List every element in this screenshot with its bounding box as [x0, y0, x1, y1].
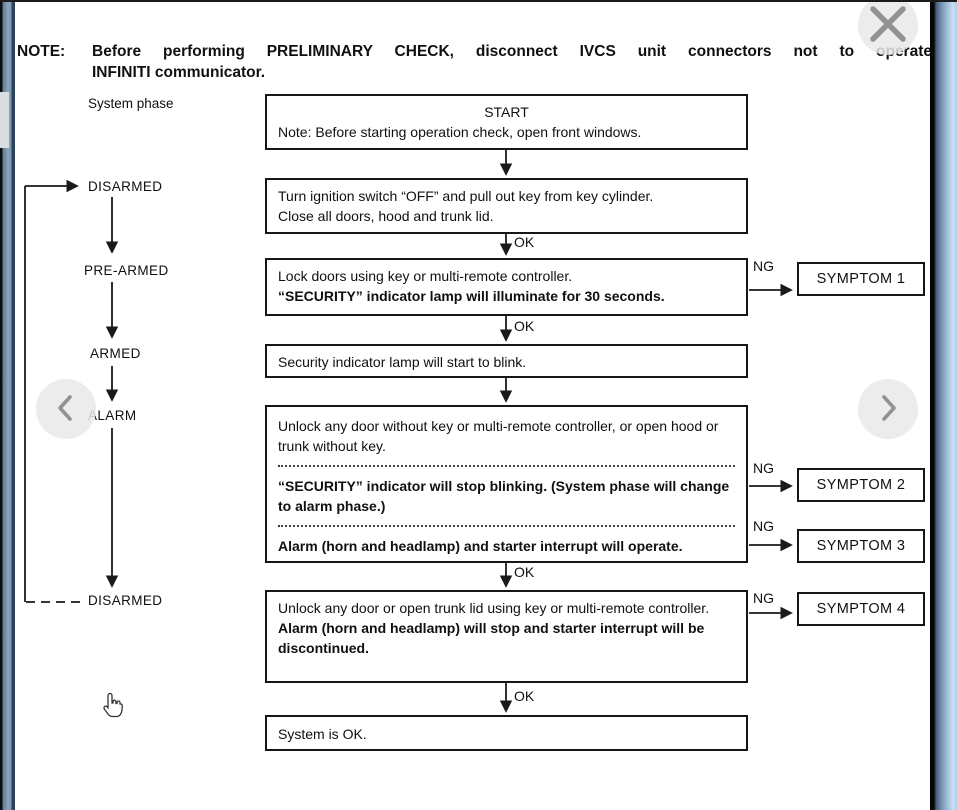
symptom-1-box: SYMPTOM 1	[797, 262, 925, 296]
alarm-line1: Unlock any door without key or multi-rem…	[278, 418, 719, 454]
flow-box-lock-doors: Lock doors using key or multi-remote con…	[265, 258, 748, 316]
symptom-3-box: SYMPTOM 3	[797, 529, 925, 563]
ok-label: OK	[514, 234, 535, 250]
note-label: NOTE:	[17, 43, 66, 60]
next-image-button[interactable]	[858, 379, 918, 439]
symptom-4-box: SYMPTOM 4	[797, 592, 925, 626]
start-title: START	[484, 104, 529, 120]
note-text-line2: INFINITI communicator.	[92, 64, 266, 81]
previous-image-button[interactable]	[36, 379, 96, 439]
phase-armed: ARMED	[90, 346, 141, 361]
flow-box-ignition-off: Turn ignition switch “OFF” and pull out …	[265, 178, 748, 234]
start-note: Note: Before starting operation check, o…	[278, 124, 642, 140]
system-ok-line1: System is OK.	[278, 726, 367, 742]
disarm-line2: Alarm (horn and headlamp) will stop and …	[278, 620, 705, 656]
flow-box-system-ok: System is OK.	[265, 715, 748, 751]
blink-line1: Security indicator lamp will start to bl…	[278, 354, 527, 370]
flow-box-unlock-disarm: Unlock any door or open trunk lid using …	[265, 590, 748, 683]
system-phase-label: System phase	[88, 96, 174, 111]
alarm-line2: “SECURITY” indicator will stop blinking.…	[278, 478, 730, 514]
flow-box-unlock-alarm: Unlock any door without key or multi-rem…	[265, 405, 748, 563]
ng-label: NG	[753, 460, 774, 476]
ng-label: NG	[753, 258, 774, 274]
alarm-line3: Alarm (horn and headlamp) and starter in…	[278, 538, 683, 554]
ok-label: OK	[514, 688, 535, 704]
window-border-top	[0, 0, 957, 2]
ignition-line2: Close all doors, hood and trunk lid.	[278, 208, 494, 224]
ok-label: OK	[514, 564, 535, 580]
chevron-right-icon	[876, 392, 900, 427]
dotted-separator	[278, 465, 735, 467]
chevron-left-icon	[54, 392, 78, 427]
dotted-separator	[278, 525, 735, 527]
phase-alarm: ALARM	[88, 408, 137, 423]
ignition-line1: Turn ignition switch “OFF” and pull out …	[278, 188, 654, 204]
ng-label: NG	[753, 518, 774, 534]
window-border-right	[930, 0, 957, 810]
flow-box-indicator-blink: Security indicator lamp will start to bl…	[265, 344, 748, 378]
note-text-line1: Before performing PRELIMINARY CHECK, dis…	[92, 43, 932, 60]
hand-cursor-icon	[101, 691, 125, 724]
phase-disarmed-bottom: DISARMED	[88, 593, 163, 608]
lock-line1: Lock doors using key or multi-remote con…	[278, 268, 573, 284]
window-border-left-highlight	[0, 92, 9, 148]
close-icon	[866, 2, 910, 49]
ng-label: NG	[753, 590, 774, 606]
phase-pre-armed: PRE-ARMED	[84, 263, 169, 278]
symptom-2-box: SYMPTOM 2	[797, 468, 925, 502]
phase-disarmed-top: DISARMED	[88, 179, 163, 194]
lock-line2: “SECURITY” indicator lamp will illuminat…	[278, 288, 665, 304]
flow-box-start: START Note: Before starting operation ch…	[265, 94, 748, 150]
disarm-line1: Unlock any door or open trunk lid using …	[278, 600, 710, 616]
close-button[interactable]	[858, 0, 918, 55]
ok-label: OK	[514, 318, 535, 334]
window-border-left	[0, 0, 15, 810]
